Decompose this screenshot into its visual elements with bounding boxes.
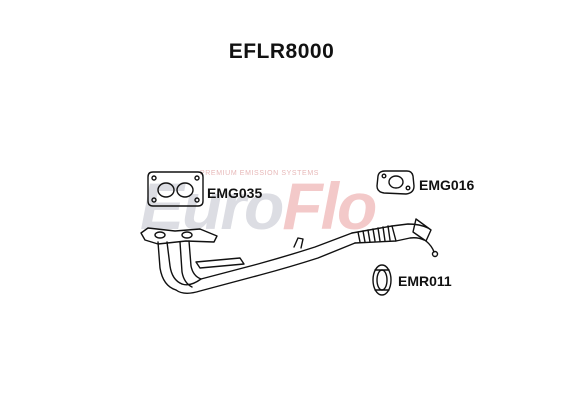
watermark-tagline: PREMIUM EMISSION SYSTEMS <box>200 170 320 177</box>
part-number-title: EFLR8000 <box>228 40 335 63</box>
part-label-emr011: EMR011 <box>398 273 452 289</box>
part-label-emg035: EMG035 <box>207 185 263 201</box>
part-label-emg016: EMG016 <box>419 177 475 193</box>
front-pipe-drawing <box>140 218 439 294</box>
gasket-emg035-drawing <box>147 171 204 207</box>
watermark-logo: EuroFlo <box>140 168 377 244</box>
rubber-mount-emr011-drawing <box>372 264 392 296</box>
gasket-emg016-drawing <box>376 170 415 195</box>
